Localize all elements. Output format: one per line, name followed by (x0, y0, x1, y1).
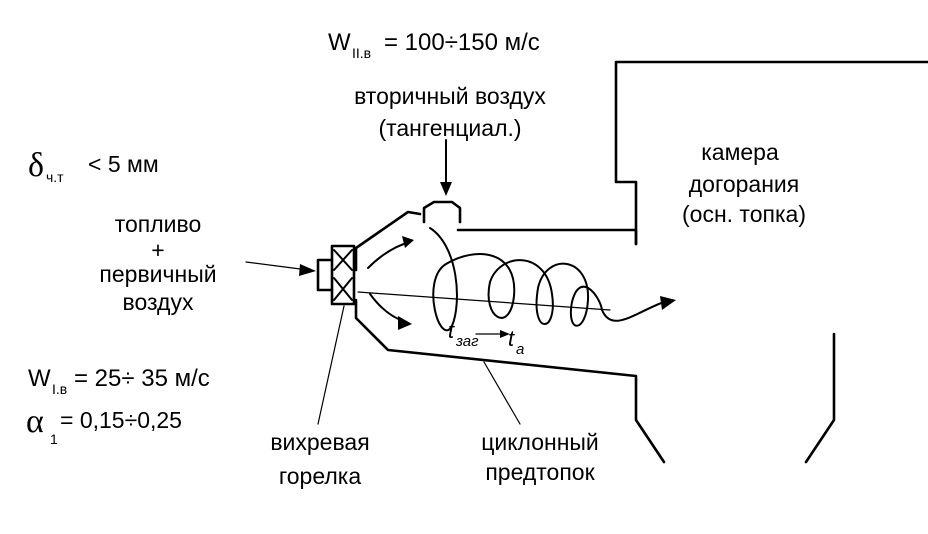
cyclone-prefurnace-label-prefurnace: предтопок (485, 459, 595, 485)
primary-air-label: первичный (99, 261, 216, 287)
primary-air-velocity-symbol: W (28, 365, 51, 392)
cyclone-prefurnace-leader-line (483, 361, 521, 425)
primary-air-label-air: воздух (123, 289, 194, 315)
upper-swirl-arrow (367, 241, 411, 269)
afterburn-chamber-label: камера (701, 139, 779, 165)
afterburn-chamber-hopper-right (804, 332, 836, 464)
excess-air-symbol: α (26, 403, 44, 440)
particle-size-subscript: ч.т (46, 169, 64, 185)
excess-air-value: = 0,15÷0,25 (60, 407, 182, 433)
helical-flow-path (429, 227, 665, 332)
vortex-burner-swirl-lines (333, 249, 353, 301)
afterburn-chamber-left-wall (614, 60, 928, 246)
vortex-burner-leader-line (317, 305, 345, 425)
afterburn-chamber-right-wall (634, 378, 666, 464)
temperature-arrowhead (500, 330, 510, 338)
burner-axis-line (357, 291, 611, 311)
secondary-air-arrowhead (440, 182, 452, 196)
upper-swirl-arrowhead (402, 236, 414, 248)
primary-air-velocity-subscript: I.в (52, 381, 67, 397)
vortex-burner-body (330, 244, 356, 306)
prefurnace-upper-wall (354, 210, 638, 272)
temperature-end-symbol: t (508, 326, 515, 351)
particle-size-symbol: δ (28, 147, 44, 184)
burner-feed-pipe (316, 258, 334, 292)
secondary-air-label-tangential: (тангенциал.) (378, 115, 521, 141)
excess-air-subscript: 1 (50, 431, 58, 447)
secondary-air-label: вторичный воздух (354, 83, 546, 109)
vortex-burner-label-burner: горелка (279, 463, 361, 489)
secondary-air-nozzle (422, 200, 462, 224)
secondary-air-velocity-symbol: W (328, 29, 351, 56)
temperature-end-subscript: а (516, 341, 524, 358)
particle-size-value: < 5 мм (88, 151, 159, 177)
vortex-burner-label: вихревая (270, 429, 369, 455)
secondary-air-velocity-subscript: II.в (352, 45, 371, 61)
temperature-start-symbol: t (448, 318, 455, 343)
helical-flow-arrowhead (660, 296, 676, 310)
primary-air-velocity-value: = 25÷ 35 м/с (74, 365, 210, 392)
cyclone-prefurnace-label: циклонный (481, 429, 599, 455)
secondary-air-velocity-value: = 100÷150 м/с (384, 29, 540, 56)
fuel-label: топливо (115, 211, 202, 237)
primary-feed-arrowhead (299, 264, 316, 276)
afterburn-chamber-label-main-furnace: (осн. топка) (682, 201, 806, 227)
afterburn-chamber-label-afterburn: догорания (689, 171, 799, 197)
primary-feed-arrow-shaft (245, 261, 309, 271)
lower-swirl-arrowhead (398, 316, 412, 330)
prefurnace-lower-wall (354, 298, 638, 382)
plus-label: + (151, 237, 164, 263)
temperature-start-subscript: заг (455, 333, 479, 350)
